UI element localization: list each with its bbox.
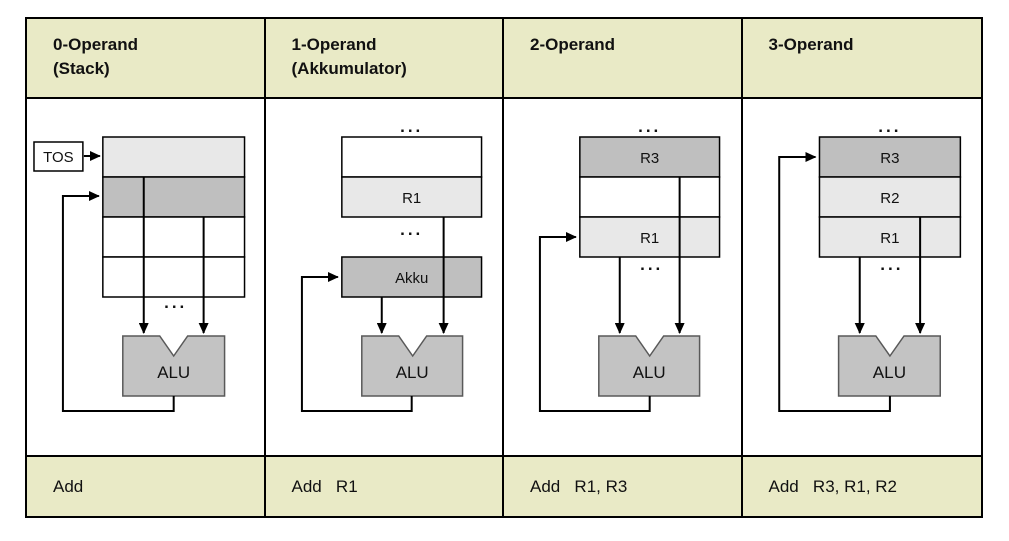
diagram-cell-3-operand: ... R3 R2 R1 ... ALU [742,99,981,455]
header-2-operand: 2-Operand [504,19,743,99]
tos-label: TOS [43,149,73,166]
register-label-r3: R3 [640,150,659,167]
alu-output-feedback-path [538,232,651,412]
alu-label: ALU [872,363,905,382]
instruction-stack-text: Add [53,476,84,496]
instruction-2-operand-text: Add R1, R3 [530,476,628,496]
header-1-operand-title: 1-Operand [291,35,377,54]
stack-cell-third [102,216,246,258]
registers-ellipsis-bottom: ... [640,255,663,274]
stack-cell-fourth [102,256,246,298]
registers-ellipsis-top: ... [638,117,661,136]
header-3-operand-subtitle [769,57,974,81]
alu-output-feedback-path [300,272,413,412]
header-3-operand: 3-Operand [742,19,981,99]
registers-ellipsis-bottom: ... [880,255,903,274]
alu-output-feedback-path [61,191,175,412]
header-1-operand: 1-Operand (Akkumulator) [265,19,504,99]
register-cell-empty [340,136,482,178]
register-cell-r3 [579,136,721,178]
header-2-operand-subtitle [530,57,733,81]
register-cell-r1 [818,216,961,258]
alu-box [837,335,941,397]
akku-box [340,256,482,298]
register-label-r1: R1 [402,190,421,207]
registers-ellipsis-top: ... [400,117,423,136]
stack-machine-diagram: TOS ... ALU [33,136,246,412]
instruction-stack: Add [27,455,266,516]
akku-label: Akku [395,270,428,287]
header-3-operand-title: 3-Operand [768,35,854,54]
diagram-cell-2-operand: ... R3 R1 ... ALU [504,99,743,455]
register-cell-r3 [818,136,961,178]
accumulator-machine-diagram: ... R1 ... Akku ALU [300,117,482,412]
registers-ellipsis-mid: ... [400,220,423,239]
header-0-operand-subtitle: (Stack) [53,59,110,78]
register-label-r1: R1 [880,230,899,247]
alu-output-feedback-path [777,152,891,412]
instruction-akkumulator: Add R1 [265,455,504,516]
register-label-r1: R1 [640,230,659,247]
instruction-3-operand-text: Add R3, R1, R2 [768,476,898,496]
alu-label: ALU [395,363,428,382]
alu-label: ALU [633,363,666,382]
register-cell-r2 [818,176,961,218]
register-cell-r1 [340,176,482,218]
architecture-comparison-table: 0-Operand (Stack) 1-Operand (Akkumulator… [25,17,983,518]
header-0-operand: 0-Operand (Stack) [27,19,266,99]
tos-box [33,141,84,172]
header-2-operand-title: 2-Operand [530,35,616,54]
alu-label: ALU [157,363,190,382]
registers-ellipsis-top: ... [878,117,901,136]
register-cell-r1 [579,216,721,258]
three-operand-machine-diagram: ... R3 R2 R1 ... ALU [777,117,961,412]
diagram-cell-stack: TOS ... ALU [27,99,266,455]
register-label-r3: R3 [880,150,899,167]
stack-ellipsis: ... [164,293,187,312]
diagram-cell-akkumulator: ... R1 ... Akku ALU [265,99,504,455]
header-0-operand-title: 0-Operand [53,35,139,54]
register-cell-empty [579,176,721,218]
instruction-akkumulator-text: Add R1 [291,476,358,496]
stack-cell-second [102,176,246,218]
alu-box [122,335,226,397]
instruction-2-operand: Add R1, R3 [504,455,743,516]
stack-cell-tos [102,136,246,178]
register-label-r2: R2 [880,190,899,207]
instruction-3-operand: Add R3, R1, R2 [742,455,981,516]
alu-box [360,335,463,397]
header-1-operand-subtitle: (Akkumulator) [291,59,407,78]
two-operand-machine-diagram: ... R3 R1 ... ALU [538,117,721,412]
alu-box [598,335,701,397]
